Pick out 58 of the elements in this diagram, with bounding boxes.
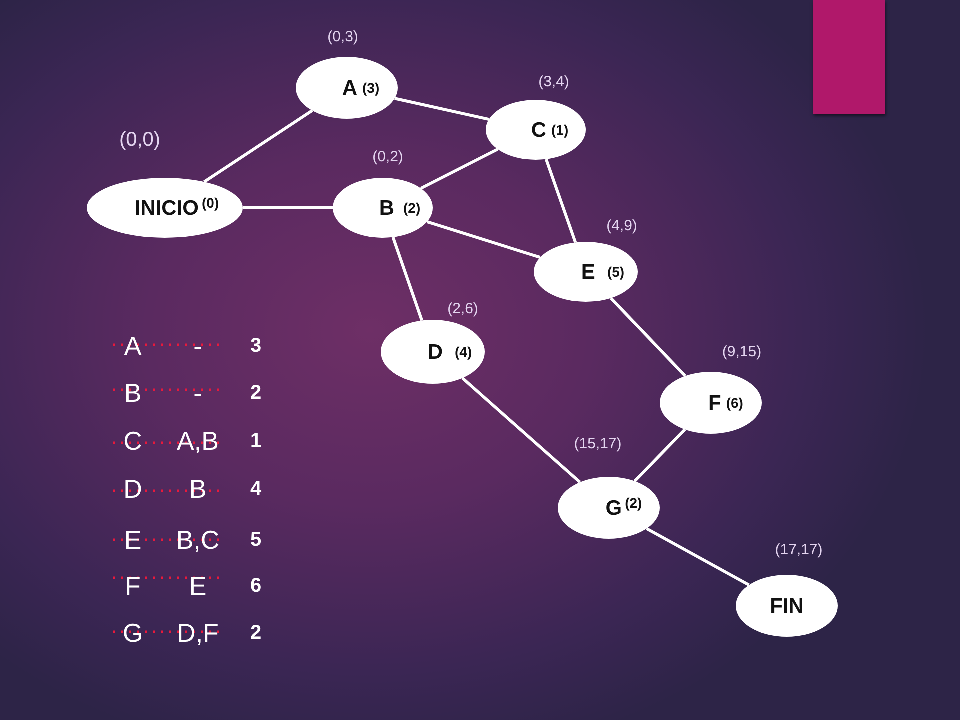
duration-label: (1)	[552, 123, 569, 137]
activity-label: B	[124, 380, 142, 406]
connector-line	[544, 158, 578, 244]
node-label: G	[606, 498, 622, 518]
connector-line	[610, 297, 686, 378]
activity-label: D	[124, 476, 142, 502]
predecessor-label: A,B	[177, 428, 219, 454]
duration-label: (2)	[625, 496, 642, 510]
duration-label: (0)	[202, 196, 220, 210]
time-label: (0,2)	[372, 150, 404, 164]
duration-value: 5	[250, 530, 262, 550]
node-label: A	[342, 78, 358, 98]
connector-line	[243, 206, 333, 210]
activity-label: A	[124, 333, 142, 359]
duration-label: (4)	[455, 345, 472, 359]
connector-line	[634, 428, 686, 482]
predecessor-label: B	[189, 476, 207, 502]
connector-line	[203, 110, 314, 184]
duration-label: (2)	[404, 201, 421, 215]
time-label: (2,6)	[448, 302, 478, 316]
activity-label: F	[125, 573, 141, 599]
time-label: (15,17)	[574, 436, 622, 452]
connector-line	[426, 220, 541, 260]
predecessor-label: -	[194, 380, 202, 406]
node-label: INICIO	[134, 198, 200, 218]
activity-label: G	[122, 620, 144, 646]
time-label: (9,15)	[722, 344, 762, 360]
predecessor-label: B,C	[176, 527, 220, 553]
duration-label: (5)	[607, 265, 625, 279]
node-label: D	[428, 342, 444, 362]
time-label: (0,0)	[119, 130, 161, 150]
duration-value: 2	[250, 623, 262, 643]
node-label: C	[531, 120, 547, 140]
duration-label: (3)	[362, 81, 380, 95]
connector-line	[646, 528, 750, 586]
node-label: E	[581, 262, 596, 282]
predecessor-label: E	[189, 573, 207, 599]
node-label: FIN	[770, 596, 804, 616]
duration-value: 4	[250, 479, 262, 499]
node-label: F	[708, 392, 722, 414]
connector-line	[392, 236, 424, 322]
time-label: (4,9)	[606, 218, 638, 234]
predecessor-label: -	[194, 333, 202, 359]
duration-value: 6	[250, 576, 262, 596]
duration-value: 2	[250, 383, 262, 403]
activity-label: C	[124, 428, 142, 454]
connector-line	[420, 148, 499, 190]
predecessor-label: D,F	[177, 620, 219, 646]
node-label: B	[379, 198, 395, 218]
duration-value: 1	[250, 431, 262, 451]
time-label: (3,4)	[538, 74, 570, 90]
connector-line	[394, 97, 490, 122]
connector-line	[462, 377, 582, 484]
duration-value: 3	[250, 336, 262, 356]
duration-label: (6)	[726, 396, 744, 410]
activity-label: E	[124, 527, 142, 553]
time-label: (17,17)	[775, 542, 823, 558]
time-label: (0,3)	[328, 30, 358, 44]
